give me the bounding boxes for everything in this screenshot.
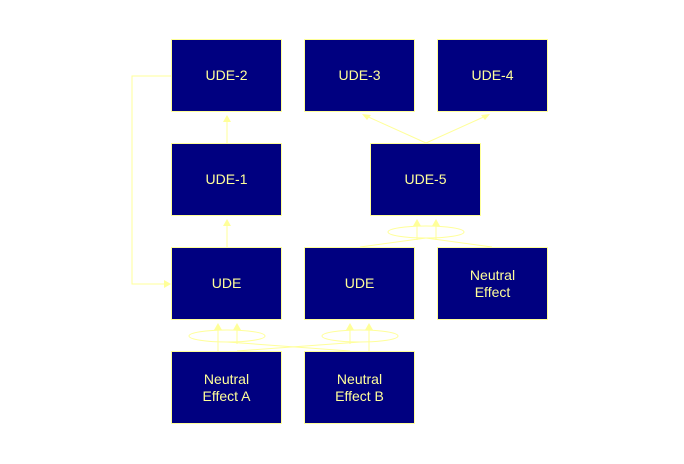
node-ude-3[interactable]: UDE-3 bbox=[304, 39, 415, 112]
arrowhead-ude-mid-b bbox=[365, 323, 373, 330]
arrowhead-ude-left-a bbox=[214, 323, 222, 330]
node-ude-left[interactable]: UDE bbox=[171, 247, 282, 320]
node-label: UDE bbox=[211, 275, 242, 291]
edge-ude5-to-ude3 bbox=[363, 114, 427, 144]
and-connector-ude5 bbox=[387, 225, 465, 239]
node-label: Neutral Effect A bbox=[202, 370, 251, 404]
arrowhead-feedback bbox=[164, 280, 171, 288]
node-label: UDE-5 bbox=[404, 171, 447, 187]
arrowhead-ude2 bbox=[223, 115, 231, 122]
node-ude-4[interactable]: UDE-4 bbox=[437, 39, 548, 112]
node-label: UDE bbox=[344, 275, 375, 291]
node-label: Neutral Effect bbox=[469, 266, 516, 300]
and-connector-ude-mid bbox=[321, 329, 399, 343]
edge-feedback-loop bbox=[131, 75, 171, 285]
arrowhead-ude-left-b bbox=[233, 323, 241, 330]
node-ude-5[interactable]: UDE-5 bbox=[370, 143, 481, 216]
arrowhead-ude3 bbox=[362, 114, 371, 120]
node-ude-2[interactable]: UDE-2 bbox=[171, 39, 282, 112]
edge-neutral-to-ude5 bbox=[425, 237, 493, 248]
node-label: Neutral Effect B bbox=[335, 370, 384, 404]
node-neutral-effect-a[interactable]: Neutral Effect A bbox=[171, 351, 282, 424]
edge-neb-to-ude-left bbox=[226, 341, 351, 352]
node-label: UDE-4 bbox=[471, 67, 514, 83]
node-label: UDE-1 bbox=[205, 171, 248, 187]
arrowhead-ude4 bbox=[481, 114, 490, 120]
node-label: UDE-3 bbox=[338, 67, 381, 83]
and-connector-ude-left bbox=[188, 329, 266, 343]
node-ude-1[interactable]: UDE-1 bbox=[171, 143, 282, 216]
node-neutral-effect[interactable]: Neutral Effect bbox=[437, 247, 548, 320]
node-neutral-effect-b[interactable]: Neutral Effect B bbox=[304, 351, 415, 424]
arrowhead-ude-mid-a bbox=[346, 323, 354, 330]
node-ude-mid[interactable]: UDE bbox=[304, 247, 415, 320]
arrowhead-ude5-right bbox=[432, 219, 440, 226]
edge-ude-mid-to-ude5 bbox=[359, 237, 427, 248]
arrowhead-ude5-left bbox=[413, 219, 421, 226]
node-label: UDE-2 bbox=[205, 67, 248, 83]
edge-ude5-to-ude4 bbox=[425, 114, 489, 144]
arrowhead-ude1 bbox=[223, 219, 231, 226]
edge-nea-to-ude-mid bbox=[236, 341, 361, 352]
